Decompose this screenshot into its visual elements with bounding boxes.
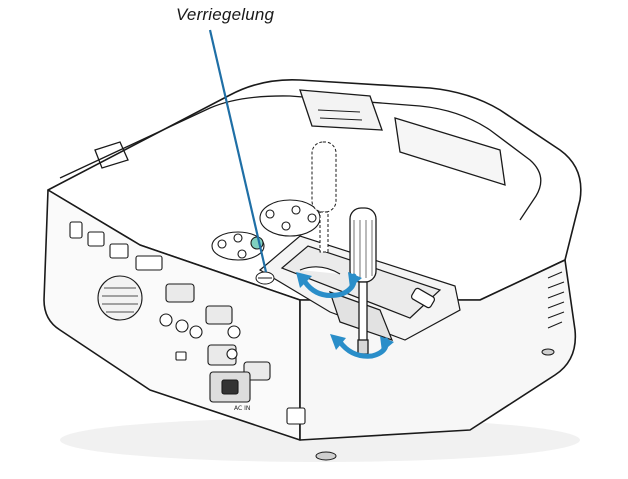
top-recess [59,89,542,221]
screwdriver-icon [349,207,377,355]
screwdriver-ghost [311,141,337,253]
control-panel [211,199,321,261]
input-panel [69,221,306,425]
lock-callout-label: Verriegelung [176,5,275,24]
feet [315,348,555,461]
side-vents [547,261,565,329]
rotate-arrowheads [296,272,394,352]
ac-in-label: AC IN [234,405,250,412]
callout-line [208,29,268,273]
lock-screw-icon [255,271,275,285]
